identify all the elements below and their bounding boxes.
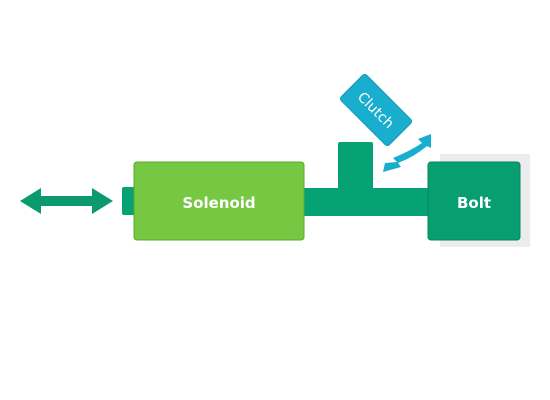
diagonal-arrow-icon	[383, 134, 431, 172]
clutch-group: Clutch	[339, 73, 413, 147]
bolt-label: Bolt	[457, 194, 491, 212]
bolt-block	[427, 161, 521, 241]
left-right-arrow-icon	[20, 188, 113, 214]
rod	[300, 188, 432, 216]
solenoid-label: Solenoid	[182, 194, 255, 212]
solenoid-block	[133, 161, 305, 241]
clutch-block	[339, 73, 413, 147]
clutch-post	[338, 142, 373, 190]
